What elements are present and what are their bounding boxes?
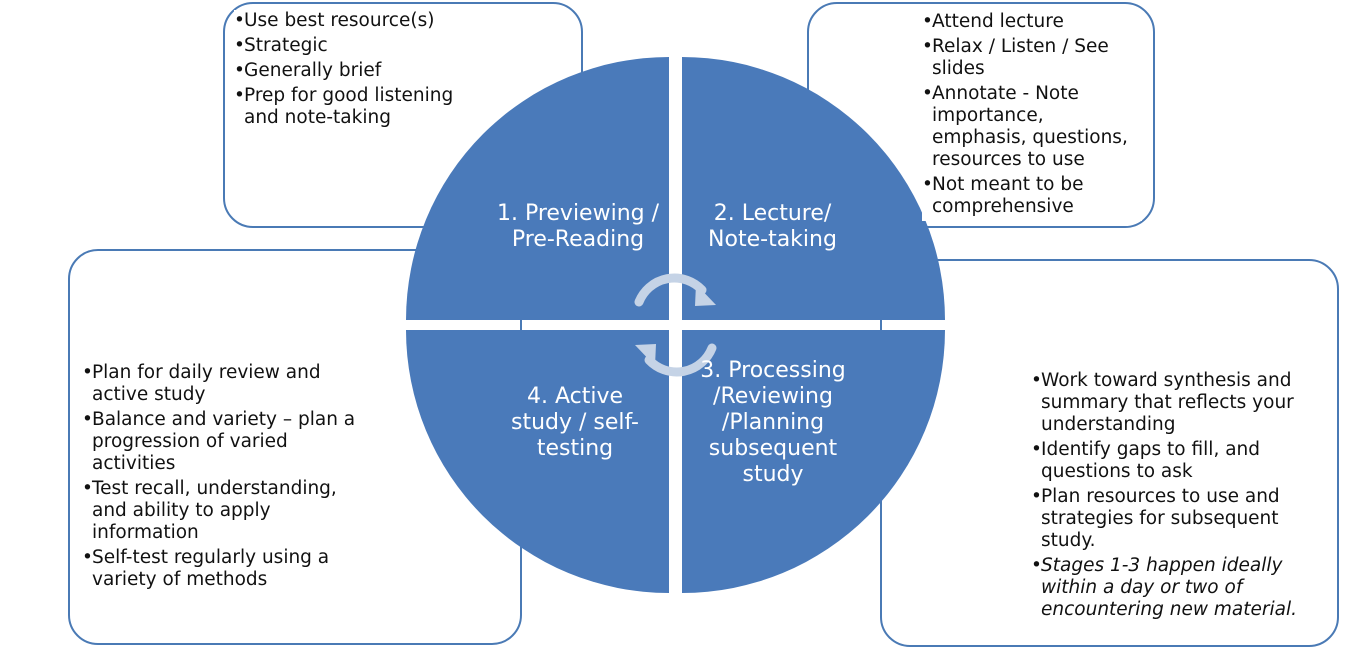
list-item: Plan resources to use and strategies for… <box>1031 486 1321 552</box>
quadrant-lecture <box>682 57 945 320</box>
list-item: Attend lecture <box>922 11 1142 33</box>
list-item: Balance and variety – plan a progression… <box>82 409 372 475</box>
notes-processing: Work toward synthesis and summary that r… <box>1031 370 1321 624</box>
quadrant-active-study <box>406 330 669 593</box>
notes-previewing: Use best resource(s) Strategic Generally… <box>234 10 484 132</box>
quadrant-label-active-study: 4. Active study / self-testing <box>510 384 639 461</box>
notes-lecture: Attend lecture Relax / Listen / See slid… <box>922 11 1142 221</box>
list-item: Annotate - Note importance, emphasis, qu… <box>922 83 1142 171</box>
list-item: Use best resource(s) <box>234 10 484 32</box>
list-item: Work toward synthesis and summary that r… <box>1031 370 1321 436</box>
list-item: Test recall, understanding, and ability … <box>82 478 372 544</box>
quadrant-previewing <box>406 57 669 320</box>
quadrant-processing <box>682 330 945 593</box>
list-item: Stages 1-3 happen ideally within a day o… <box>1031 555 1321 621</box>
quadrant-label-lecture: 2. Lecture/ Note-taking <box>708 201 837 252</box>
list-item: Identify gaps to fill, and questions to … <box>1031 439 1321 483</box>
quadrant-label-previewing: 1. Previewing / Pre-Reading <box>496 201 660 252</box>
list-item: Prep for good listening and note-taking <box>234 85 484 129</box>
list-item: Plan for daily review and active study <box>82 362 372 406</box>
list-item: Generally brief <box>234 60 484 82</box>
list-item: Not meant to be comprehensive <box>922 174 1142 218</box>
list-item: Self-test regularly using a variety of m… <box>82 547 372 591</box>
circular-arrows-icon <box>634 273 717 377</box>
quadrant-label-processing: 3. Processing /Reviewing /Planning subse… <box>700 358 846 487</box>
notes-active-study: Plan for daily review and active study B… <box>82 362 372 594</box>
list-item: Strategic <box>234 35 484 57</box>
list-item: Relax / Listen / See slides <box>922 36 1142 80</box>
